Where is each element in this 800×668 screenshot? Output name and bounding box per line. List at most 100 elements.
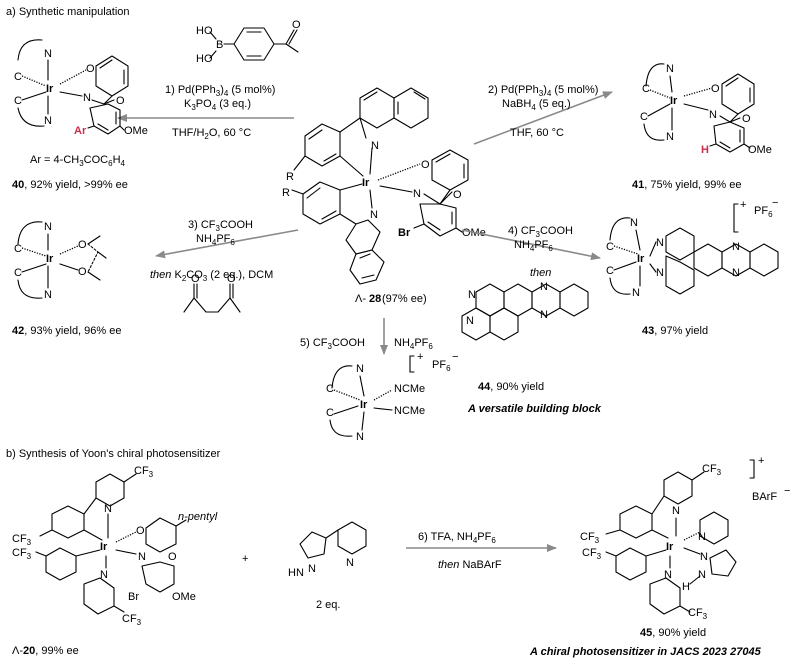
svg-text:N: N xyxy=(83,92,91,104)
product-45: CF3 N CF3 Ir N N N H CF3 N CF3 + BArF − … xyxy=(580,455,790,639)
svg-text:K3PO4 (3 eq.): K3PO4 (3 eq.) xyxy=(184,98,251,112)
svg-text:N: N xyxy=(370,209,378,221)
plus-sign: + xyxy=(242,553,248,565)
svg-text:N: N xyxy=(732,241,740,253)
arrow-r4 xyxy=(461,229,601,261)
svg-text:HN: HN xyxy=(288,567,304,579)
svg-text:Ir: Ir xyxy=(360,399,368,411)
svg-text:N: N xyxy=(698,531,706,543)
svg-text:CF3: CF3 xyxy=(12,533,32,547)
svg-text:B: B xyxy=(216,39,223,51)
svg-text:then K2CO3 (2 eq.), DCM: then K2CO3 (2 eq.), DCM xyxy=(150,269,273,283)
svg-text:O: O xyxy=(453,189,462,201)
svg-text:OMe: OMe xyxy=(172,591,196,603)
svg-text:OMe: OMe xyxy=(124,125,148,137)
svg-text:O: O xyxy=(136,525,145,537)
svg-text:N: N xyxy=(656,267,664,279)
product-44: N C Ir C N NCMe NCMe + PF6 − 44, 90% yie… xyxy=(326,351,602,443)
svg-text:C: C xyxy=(14,267,22,279)
svg-text:45, 90% yield: 45, 90% yield xyxy=(640,627,706,639)
svg-text:CF3: CF3 xyxy=(12,547,32,561)
dppz-ligand-44: N N N N xyxy=(461,281,589,341)
svg-text:O: O xyxy=(78,239,87,251)
svg-text:6) TFA, NH4PF6: 6) TFA, NH4PF6 xyxy=(418,531,496,545)
svg-text:Λ-20, 99% ee: Λ-20, 99% ee xyxy=(12,645,79,657)
complex-28: N R Ir R N O N xyxy=(282,87,486,305)
conditions-r4: 4) CF3COOH NH4PF6 then xyxy=(508,225,573,279)
svg-text:+: + xyxy=(417,351,423,363)
svg-text:N: N xyxy=(540,281,548,293)
svg-text:N: N xyxy=(632,287,640,299)
svg-text:41, 75% yield, 99% ee: 41, 75% yield, 99% ee xyxy=(632,179,741,191)
svg-text:3) CF3COOH: 3) CF3COOH xyxy=(188,219,253,233)
svg-text:40, 92% yield, >99% ee: 40, 92% yield, >99% ee xyxy=(12,179,128,191)
svg-text:42, 93% yield, 96% ee: 42, 93% yield, 96% ee xyxy=(12,325,121,337)
svg-text:CF3: CF3 xyxy=(582,547,602,561)
svg-text:Br: Br xyxy=(128,591,139,603)
svg-text:N: N xyxy=(100,569,108,581)
svg-text:H: H xyxy=(701,144,709,156)
svg-text:C: C xyxy=(326,383,334,395)
svg-text:C: C xyxy=(14,243,22,255)
svg-text:Br: Br xyxy=(398,227,411,239)
product-43: N C Ir C N N N N N + PF6 − 43, 97% yield xyxy=(606,197,779,337)
svg-text:43, 97% yield: 43, 97% yield xyxy=(642,325,708,337)
conditions-r2: 2) Pd(PPh3)4 (5 mol%) NaBH4 (5 eq.) THF,… xyxy=(488,84,598,139)
svg-text:N: N xyxy=(672,505,680,517)
svg-text:NCMe: NCMe xyxy=(394,383,425,395)
svg-text:H: H xyxy=(682,581,690,593)
arrow-r3 xyxy=(155,229,299,259)
svg-text:O: O xyxy=(78,266,87,278)
svg-text:2 eq.: 2 eq. xyxy=(316,599,340,611)
svg-text:Ar = 4-CH3COC6H4: Ar = 4-CH3COC6H4 xyxy=(30,154,126,168)
svg-text:CF3: CF3 xyxy=(702,463,722,477)
svg-text:O: O xyxy=(292,19,301,31)
svg-text:Ir: Ir xyxy=(362,177,370,189)
svg-text:N: N xyxy=(44,221,52,233)
svg-text:N: N xyxy=(656,237,664,249)
svg-text:O: O xyxy=(116,95,125,107)
svg-text:PF6: PF6 xyxy=(754,205,773,219)
section-b-title: b) Synthesis of Yoon's chiral photosensi… xyxy=(6,448,221,460)
svg-text:NH4PF6: NH4PF6 xyxy=(394,337,433,351)
svg-text:A versatile building block: A versatile building block xyxy=(467,403,602,415)
svg-text:C: C xyxy=(14,95,22,107)
svg-text:NH4PF6: NH4PF6 xyxy=(196,233,235,247)
svg-text:N: N xyxy=(44,115,52,127)
svg-text:+: + xyxy=(758,455,764,467)
svg-text:C: C xyxy=(640,111,648,123)
svg-text:N: N xyxy=(540,309,548,321)
svg-text:then: then xyxy=(530,267,551,279)
product-42: N C Ir C N O O 42, 93% yield, 96% ee xyxy=(12,221,121,337)
svg-text:R: R xyxy=(286,171,294,183)
svg-text:Ir: Ir xyxy=(46,83,54,95)
svg-text:Ir: Ir xyxy=(666,541,674,553)
svg-text:C: C xyxy=(642,83,650,95)
acac-reagent: O O xyxy=(183,273,241,313)
svg-text:NH4PF6: NH4PF6 xyxy=(514,239,553,253)
jacs-caption: A chiral photosensitizer in JACS 2023 27… xyxy=(529,646,762,658)
svg-text:CF3: CF3 xyxy=(122,613,142,627)
svg-text:Λ-: Λ- xyxy=(355,293,366,305)
svg-text:N: N xyxy=(44,289,52,301)
svg-text:Ar: Ar xyxy=(74,125,87,137)
svg-text:O: O xyxy=(711,83,720,95)
svg-text:CF3: CF3 xyxy=(688,607,708,621)
svg-text:N: N xyxy=(664,569,672,581)
svg-text:−: − xyxy=(452,351,458,363)
svg-text:−: − xyxy=(784,485,790,497)
svg-text:N: N xyxy=(371,140,379,152)
svg-text:N: N xyxy=(356,363,364,375)
svg-text:THF/H2O, 60 °C: THF/H2O, 60 °C xyxy=(172,127,251,141)
svg-text:CF3: CF3 xyxy=(580,531,600,545)
svg-text:28: 28 xyxy=(369,293,381,305)
svg-text:+: + xyxy=(740,199,746,211)
svg-text:NaBH4 (5 eq.): NaBH4 (5 eq.) xyxy=(502,98,571,112)
boronic-acid-reagent: HO HO B O xyxy=(196,19,301,65)
svg-text:PF6: PF6 xyxy=(432,359,451,373)
svg-text:N: N xyxy=(466,315,474,327)
svg-text:R: R xyxy=(282,187,290,199)
svg-text:5) CF3COOH: 5) CF3COOH xyxy=(300,337,365,351)
product-41: N C Ir C N O N O OMe H 41, 75% yield, 99… xyxy=(632,63,772,191)
conditions-r5: 5) CF3COOH NH4PF6 xyxy=(300,337,433,351)
